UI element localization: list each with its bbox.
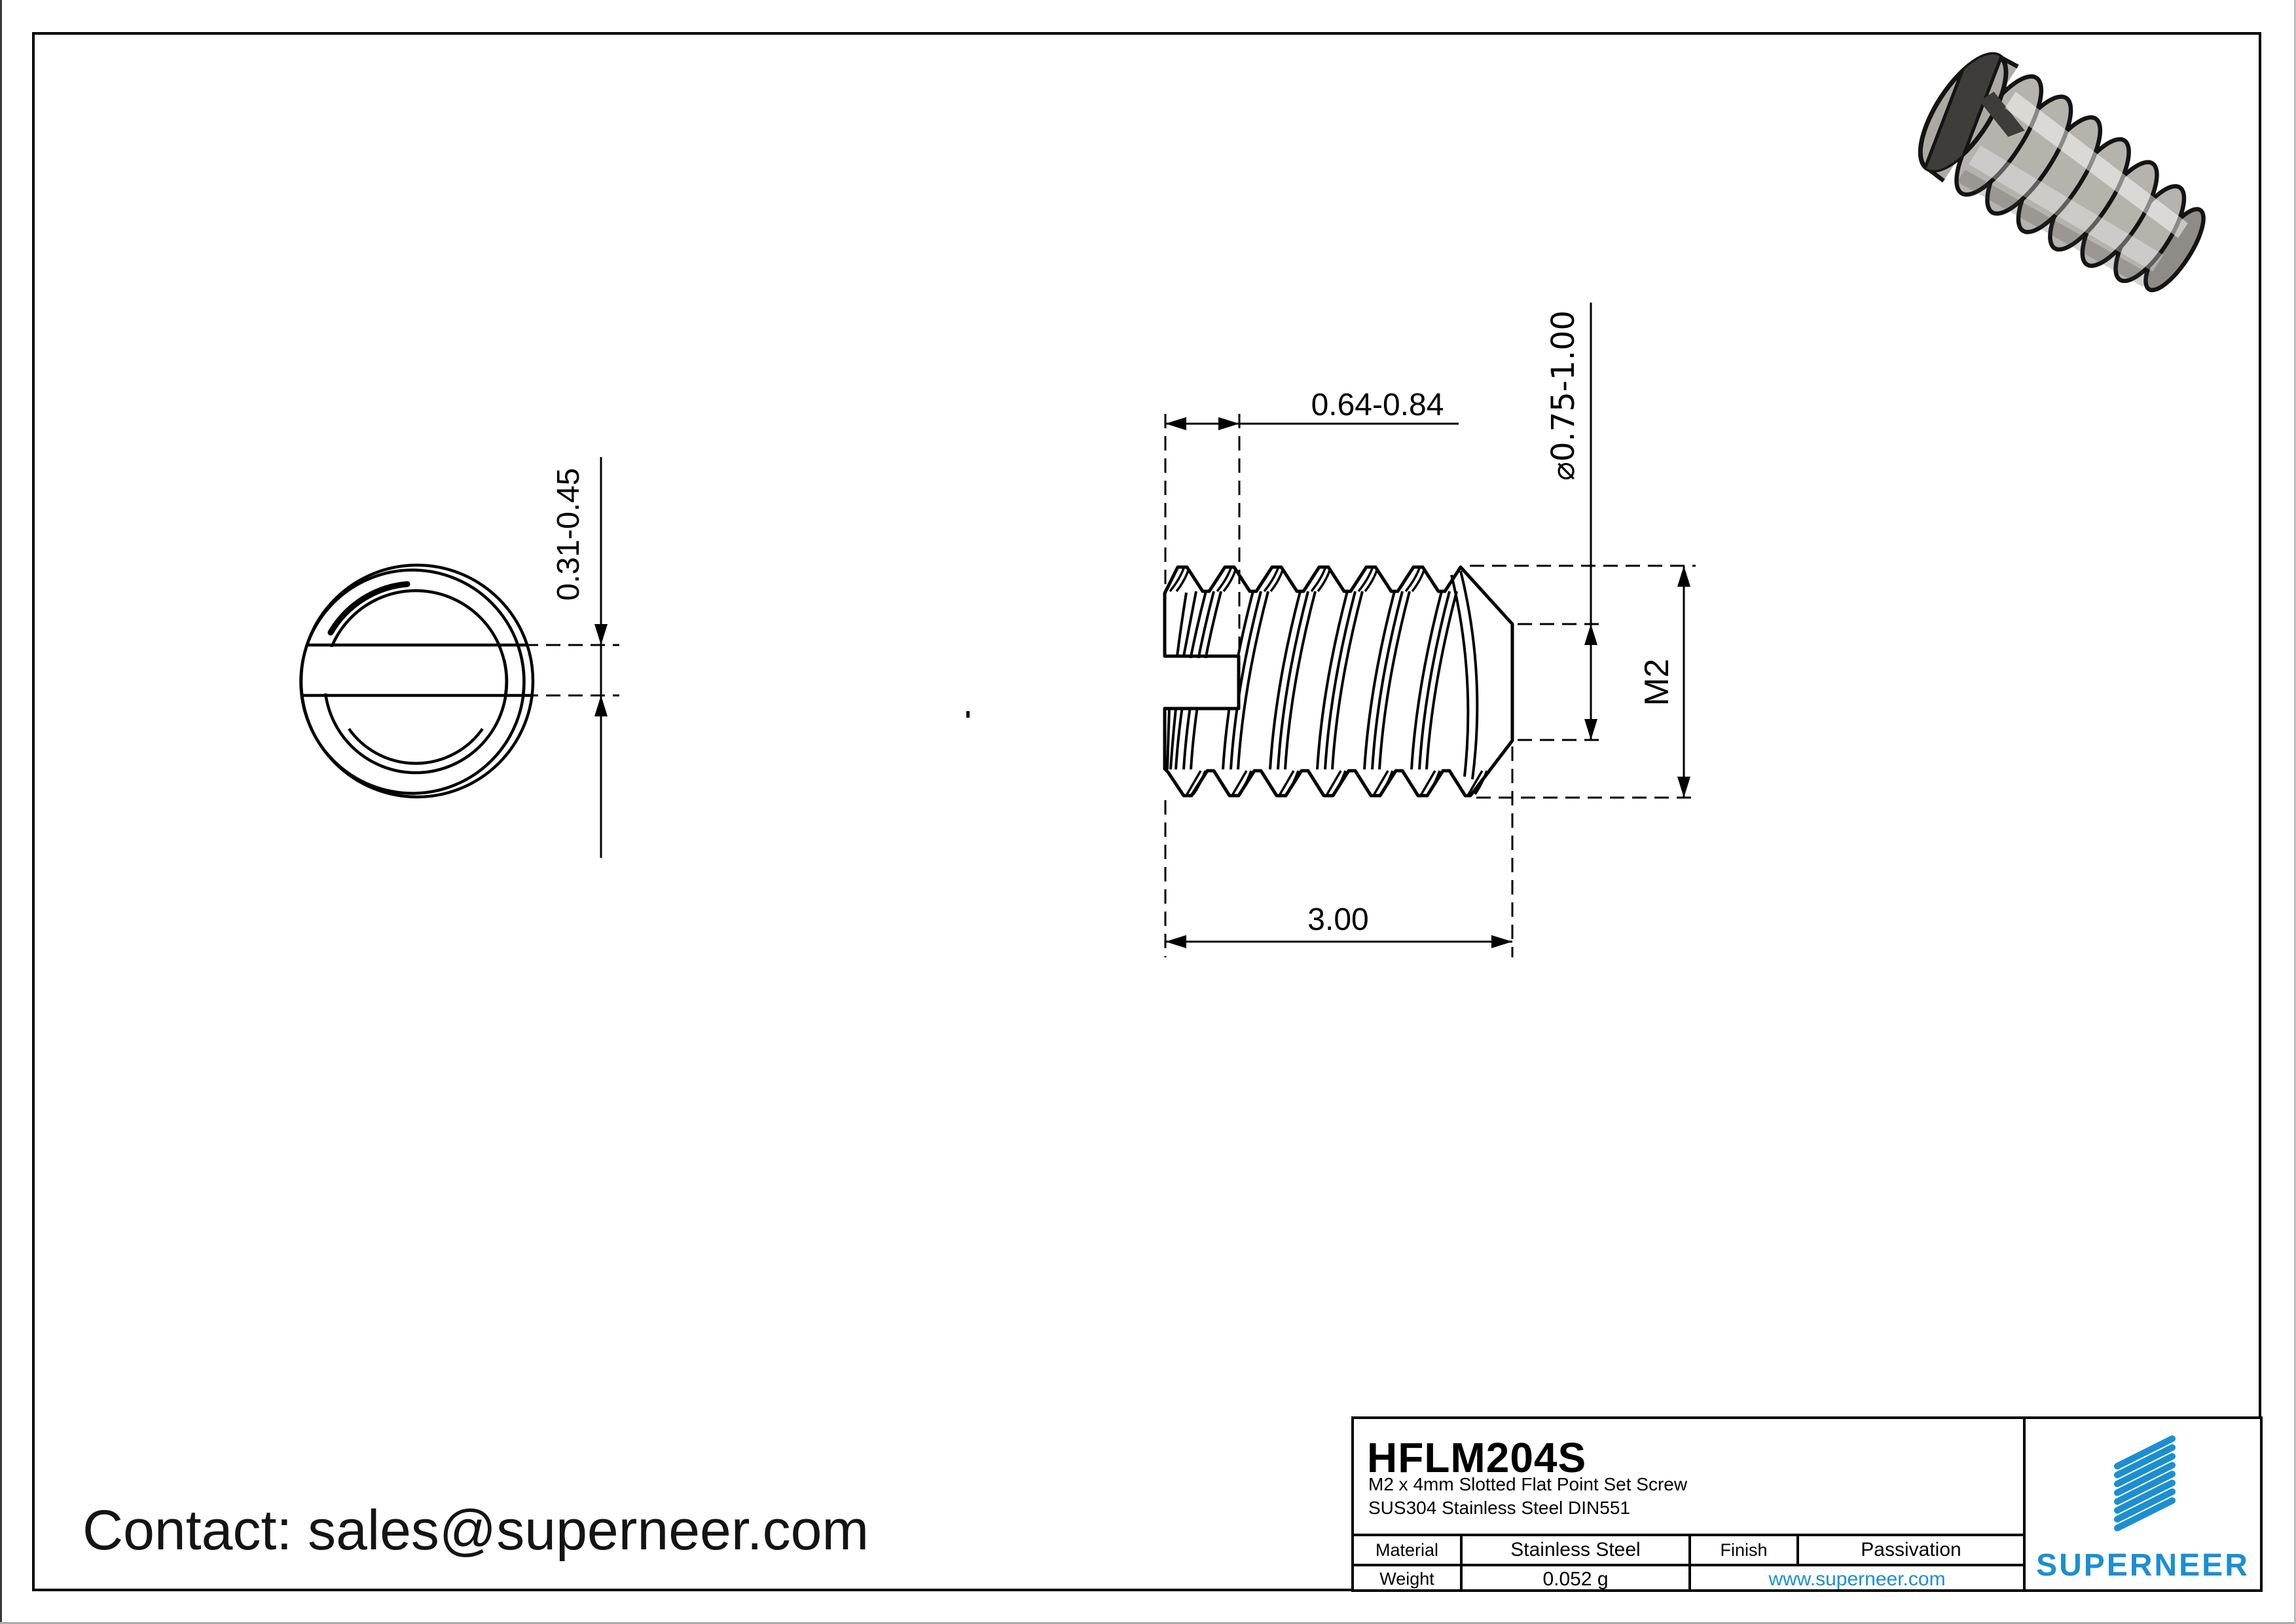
dim-thread-size-label: M2 bbox=[1638, 659, 1676, 706]
part-description-line1: M2 x 4mm Slotted Flat Point Set Screw bbox=[1368, 1474, 1688, 1494]
tb-vline bbox=[1688, 1534, 1691, 1589]
weight-value: 0.052 g bbox=[1542, 1568, 1609, 1590]
finish-value: Passivation bbox=[1861, 1539, 1961, 1560]
dim-slot-width-label: 0.31-0.45 bbox=[551, 468, 586, 601]
side-slot-fill bbox=[1166, 658, 1237, 707]
arrowhead-left bbox=[1165, 417, 1186, 430]
side-view-dimensions bbox=[1164, 303, 1696, 957]
arrowhead-right bbox=[1491, 935, 1512, 948]
thread-helix-lines bbox=[1166, 591, 1458, 770]
front-slot-offset-arc bbox=[516, 644, 526, 696]
sheet-border-frame bbox=[32, 32, 2261, 1591]
front-slot-inner-arc bbox=[497, 644, 508, 696]
contact-line: Contact: sales@superneer.com bbox=[82, 1499, 869, 1562]
brand-logo-icon bbox=[2114, 1435, 2176, 1532]
screenshot-left-edge bbox=[0, 0, 2, 1624]
arrowhead-right bbox=[1218, 417, 1239, 430]
front-slot-fill bbox=[308, 647, 505, 693]
screw-3d-render bbox=[1918, 41, 2206, 293]
part-description-line2: SUS304 Stainless Steel DIN551 bbox=[1368, 1498, 1630, 1518]
arrowhead-down bbox=[1584, 719, 1597, 740]
arrowhead-up bbox=[1584, 624, 1597, 645]
arrowhead-up bbox=[1677, 566, 1690, 587]
arrowhead-down bbox=[1677, 777, 1690, 798]
thread-crest-lines bbox=[1169, 568, 1488, 796]
slot-wrap bbox=[1979, 91, 2025, 137]
front-view-dimension bbox=[524, 457, 619, 858]
part-number: HFLM204S bbox=[1367, 1434, 1587, 1481]
dim-slot-depth-label: 0.64-0.84 bbox=[1311, 388, 1444, 422]
title-block: HFLM204S M2 x 4mm Slotted Flat Point Set… bbox=[1351, 1416, 2263, 1592]
dim-length-label: 3.00 bbox=[1307, 902, 1368, 937]
front-thread-start-arc bbox=[327, 581, 410, 636]
website-link[interactable]: www.superneer.com bbox=[1768, 1568, 1946, 1590]
front-view bbox=[299, 563, 535, 799]
side-outline bbox=[1163, 565, 1514, 798]
screenshot-bottom-edge bbox=[0, 1622, 2296, 1624]
material-label: Material bbox=[1375, 1540, 1439, 1560]
arrowhead-left bbox=[1165, 935, 1186, 948]
tb-vline bbox=[1460, 1534, 1463, 1589]
artifact-dot bbox=[966, 711, 970, 718]
front-point-arc bbox=[348, 728, 484, 765]
side-view bbox=[1163, 565, 1514, 798]
dim-point-diameter-label: ⌀0.75-1.00 bbox=[1545, 310, 1582, 481]
arrowhead-up bbox=[594, 695, 608, 716]
brand-name: SUPERNEER bbox=[2036, 1548, 2250, 1583]
chamfer-helix-lines bbox=[1450, 570, 1479, 780]
tb-vline bbox=[2023, 1419, 2026, 1589]
tb-vline bbox=[1796, 1534, 1799, 1564]
weight-label: Weight bbox=[1379, 1569, 1434, 1589]
screenshot-right-edge bbox=[2294, 0, 2296, 1624]
arrowhead-down bbox=[594, 624, 608, 645]
finish-label: Finish bbox=[1720, 1540, 1768, 1560]
material-value: Stainless Steel bbox=[1510, 1539, 1641, 1560]
